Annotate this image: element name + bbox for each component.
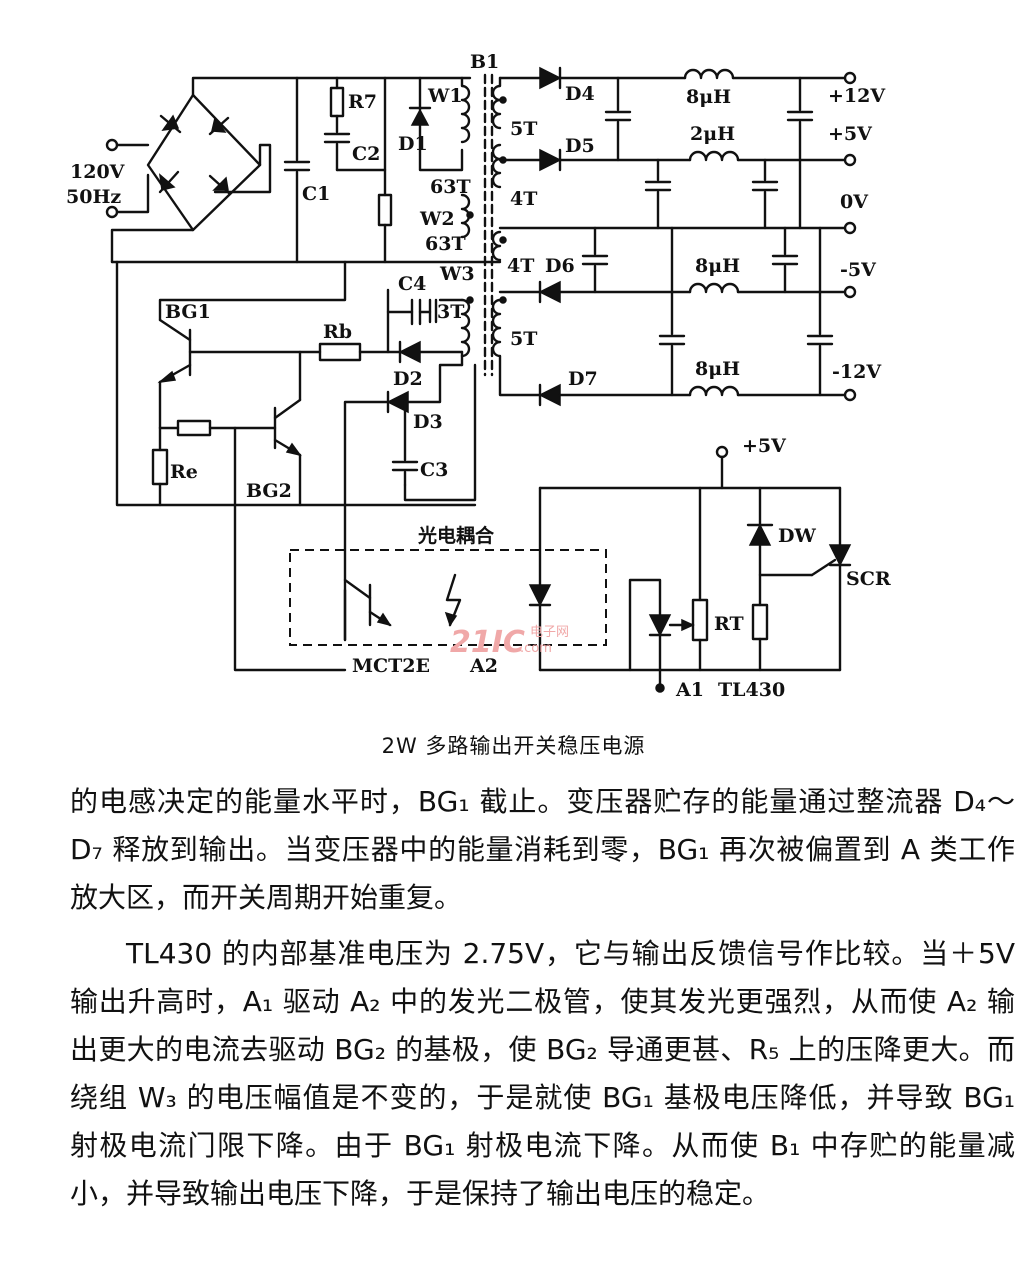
winding-4t-a-label: 4T (510, 188, 537, 210)
output-common-branch (498, 221, 857, 397)
d1-label: D1 (398, 133, 428, 155)
tl430-label: TL430 (718, 679, 785, 701)
opto-coupler-box (289, 486, 607, 672)
scr-label: SCR (846, 568, 891, 590)
watermark-com: .com (520, 641, 552, 656)
w3-turns-label: 3T (437, 301, 464, 323)
figure-caption: 2W 多路输出开关稳压电源 (381, 734, 646, 758)
bg2-transistor (233, 350, 347, 672)
bg1-transistor (157, 260, 347, 430)
input-frequency-label: 50Hz (66, 186, 121, 208)
d6-label: D6 (545, 255, 575, 277)
supply-plus5-label: +5V (742, 435, 787, 457)
w3-label: W3 (439, 263, 475, 285)
w2-label: W2 (419, 208, 455, 230)
w1-label: W1 (427, 85, 463, 107)
l-2uh-label: 2μH (690, 123, 735, 145)
d2-label: D2 (393, 368, 423, 390)
circuit-schematic: 120V 50Hz C1 R7 C2 W1 D1 63T W2 63T (66, 51, 891, 701)
re-label: Re (170, 461, 198, 483)
l-8uh-mid-label: 8μH (695, 255, 740, 277)
mct2e-label: MCT2E (352, 655, 430, 677)
body-paragraph-1: 的电感决定的能量水平时，BG₁ 截止。变压器贮存的能量通过整流器 D₄～D₇ 释… (70, 785, 1015, 914)
c2-label: C2 (352, 143, 380, 165)
dw-label: DW (778, 525, 816, 547)
out-minus12-label: -12V (832, 361, 882, 383)
a2-label: A2 (469, 655, 498, 677)
input-voltage-label: 120V (70, 161, 126, 183)
ac-input-terminals (105, 138, 150, 219)
r7-label: R7 (348, 91, 377, 113)
out-plus5-label: +5V (828, 123, 873, 145)
tl430-section (538, 445, 852, 693)
d5-label: D5 (565, 135, 595, 157)
body-paragraph-2: TL430 的内部基准电压为 2.75V，它与输出反馈信号作比较。当＋5V 输出… (70, 937, 1015, 1210)
w1-turns-label: 63T (430, 176, 471, 198)
winding-5t-top-label: 5T (510, 118, 537, 140)
r7-c2-branch (323, 76, 387, 172)
opto-coupler-label: 光电耦合 (417, 524, 495, 547)
w3-winding (386, 288, 477, 502)
watermark-sub: 电子网 (530, 625, 569, 640)
w2-turns-label: 63T (425, 233, 466, 255)
c1-label: C1 (302, 183, 330, 205)
watermark-logo: 21IC (450, 625, 525, 660)
transformer-core (483, 73, 494, 377)
l-8uh-bottom-label: 8μH (695, 358, 740, 380)
winding-5t-bottom-label: 5T (510, 328, 537, 350)
base-drive-network (188, 340, 464, 642)
output-plus5-branch (498, 148, 857, 230)
out-minus5-label: -5V (840, 259, 877, 281)
c1-capacitor (283, 76, 311, 264)
bg1-label: BG1 (165, 301, 211, 323)
l-8uh-top-label: 8μH (686, 86, 731, 108)
out-0v-label: 0V (840, 191, 869, 213)
bg2-label: BG2 (246, 480, 292, 502)
rb-label: Rb (323, 321, 352, 343)
output-minus5-branch (498, 280, 857, 304)
b1-label: B1 (470, 51, 499, 73)
winding-4t-b-label: 4T (507, 255, 534, 277)
a1-label: A1 (675, 679, 704, 701)
rt-label: RT (714, 613, 744, 635)
c4-label: C4 (398, 273, 426, 295)
bridge-rectifier (110, 76, 472, 264)
d4-label: D4 (565, 83, 595, 105)
output-minus12-branch (538, 383, 857, 407)
d3-label: D3 (413, 411, 443, 433)
secondary-windings (491, 76, 542, 397)
out-plus12-label: +12V (828, 85, 886, 107)
output-plus12-branch (498, 66, 857, 230)
d7-label: D7 (568, 368, 598, 390)
c3-label: C3 (420, 459, 448, 481)
re-resistor (115, 260, 477, 507)
w1-d1-clamp (377, 76, 471, 264)
